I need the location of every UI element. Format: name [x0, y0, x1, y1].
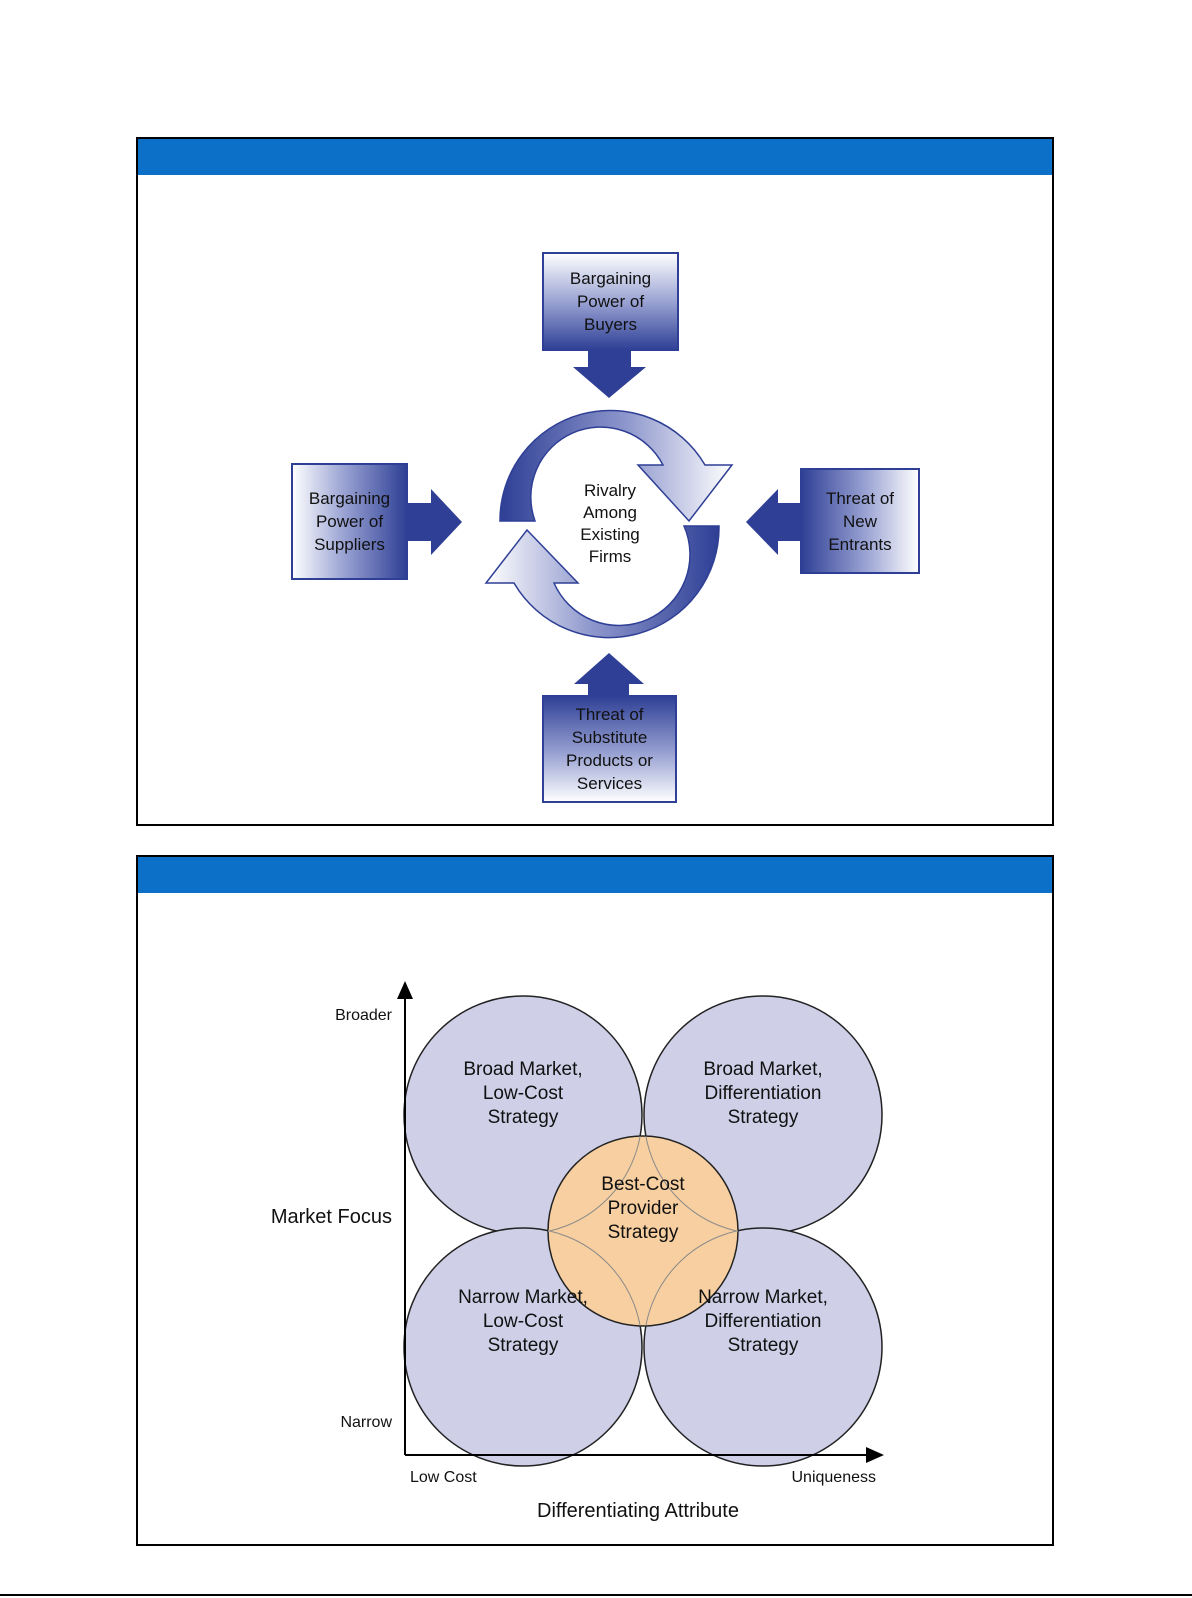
x-axis-arrowhead	[866, 1447, 884, 1463]
five-forces-diagram	[291, 252, 920, 803]
rivalry-cycle-top-arrow	[499, 409, 734, 523]
rivalry-cycle-bottom-arrow	[484, 525, 720, 639]
y-axis-top-label: Broader	[335, 1007, 392, 1024]
strategy-matrix-diagram	[397, 981, 884, 1467]
new-entrants-force	[746, 468, 920, 574]
buyers-label: Bargaining Power of Buyers	[569, 269, 652, 334]
slide-header-bar	[138, 139, 1052, 175]
generic-strategies-slide: Broad Market, Low-Cost Strategy Broad Ma…	[136, 855, 1054, 1546]
buyers-force	[542, 252, 679, 398]
x-axis-title: Differentiating Attribute	[537, 1500, 739, 1522]
y-axis-title: Market Focus	[270, 1206, 392, 1228]
y-axis-arrowhead	[397, 981, 413, 999]
quadrant-narrow-differentiation-label: Narrow Market, Differentiation Strategy	[698, 1287, 828, 1356]
quadrant-broad-low-cost-label: Broad Market, Low-Cost Strategy	[463, 1059, 583, 1128]
substitutes-force	[542, 653, 677, 803]
best-cost-provider-label: Best-Cost Provider Strategy	[601, 1174, 685, 1243]
slide-header-bar	[138, 857, 1052, 893]
rivalry-label: Rivalry Among Existing Firms	[580, 481, 640, 566]
axes	[397, 981, 884, 1463]
five-forces-slide: Bargaining Power of Buyers Bargaining Po…	[136, 137, 1054, 826]
quadrant-broad-differentiation-label: Broad Market, Differentiation Strategy	[703, 1059, 823, 1128]
page-bottom-rule	[0, 1594, 1192, 1596]
x-axis-right-label: Uniqueness	[791, 1469, 877, 1486]
new-entrants-label: Threat of New Entrants	[825, 488, 895, 554]
suppliers-label: Bargaining Power of Suppliers	[308, 489, 391, 554]
quadrant-narrow-low-cost-label: Narrow Market, Low-Cost Strategy	[458, 1287, 588, 1356]
suppliers-force	[291, 463, 462, 580]
x-axis-left-label: Low Cost	[410, 1469, 477, 1486]
substitutes-label: Threat of Substitute Products or Service…	[566, 705, 653, 793]
y-axis-bottom-label: Narrow	[340, 1414, 392, 1431]
